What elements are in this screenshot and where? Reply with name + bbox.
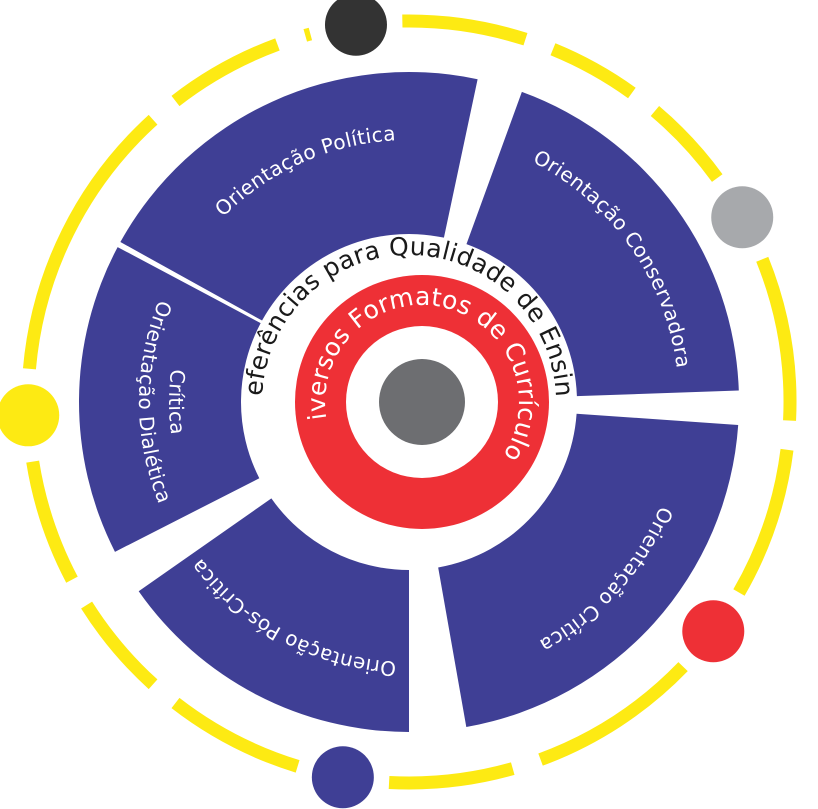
outer-dots: [0, 0, 774, 809]
navy-dot: [311, 746, 374, 809]
outer-ring-arc: [756, 256, 797, 421]
gray-dot: [711, 186, 774, 249]
outer-ring-arc: [171, 697, 300, 773]
outer-ring-arc: [402, 14, 528, 46]
black-dot: [324, 0, 387, 56]
outer-ring-arc: [538, 662, 688, 766]
outer-ring-arc: [171, 38, 280, 107]
segment-2: [466, 91, 739, 397]
segment-label-dialetica-line2: Crítica: [164, 368, 190, 435]
outer-ring-arc: [303, 27, 313, 42]
outer-ring-arc: [22, 114, 158, 370]
outer-ring-arc: [650, 106, 723, 182]
segment-1: [120, 71, 478, 321]
outer-ring-arc: [26, 460, 78, 583]
segment-5: [79, 247, 261, 552]
segment-4: [138, 498, 409, 732]
outer-ring-arc: [388, 762, 515, 790]
outer-ring-arc: [81, 601, 158, 690]
outer-ring: [22, 14, 797, 790]
outer-ring-arc: [733, 448, 794, 596]
segment-3: [438, 413, 739, 727]
red-dot: [682, 600, 745, 663]
outer-ring-arc: [550, 43, 636, 99]
yellow-dot: [0, 384, 60, 447]
center-dot: [379, 359, 465, 445]
